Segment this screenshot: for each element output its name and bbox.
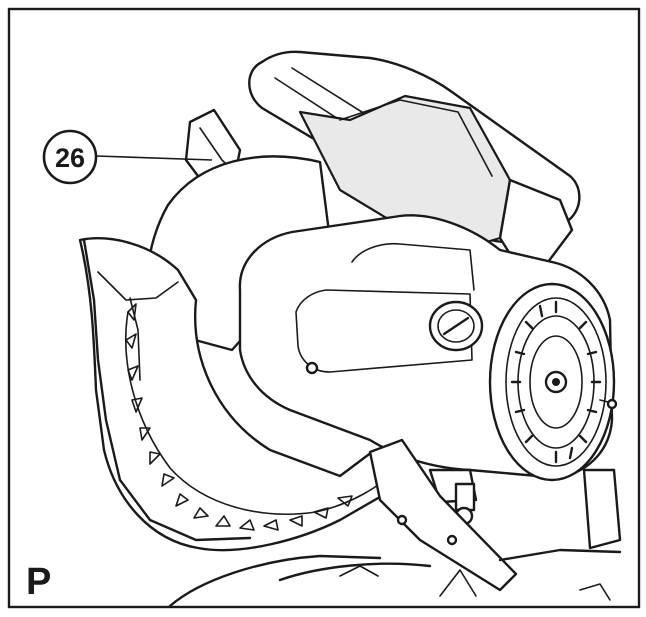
callout-26-label: 26 xyxy=(55,143,85,173)
callout-leader-26 xyxy=(95,155,213,161)
lower-blade-guard xyxy=(78,237,406,552)
saw-blade xyxy=(125,303,397,531)
border-frame xyxy=(7,7,641,609)
saw-handle xyxy=(248,50,581,272)
arm-bolt-1 xyxy=(396,514,408,526)
motor-end-cap xyxy=(488,282,616,482)
callout-26: 26 xyxy=(42,129,98,185)
saw-base xyxy=(168,548,622,608)
pivot-bracket xyxy=(428,398,622,550)
miter-saw-drawing xyxy=(78,50,622,608)
arm-plate xyxy=(368,438,518,592)
panel-label: P xyxy=(26,561,51,603)
arm-bolt-2 xyxy=(446,534,458,546)
brush-cap xyxy=(428,300,484,352)
